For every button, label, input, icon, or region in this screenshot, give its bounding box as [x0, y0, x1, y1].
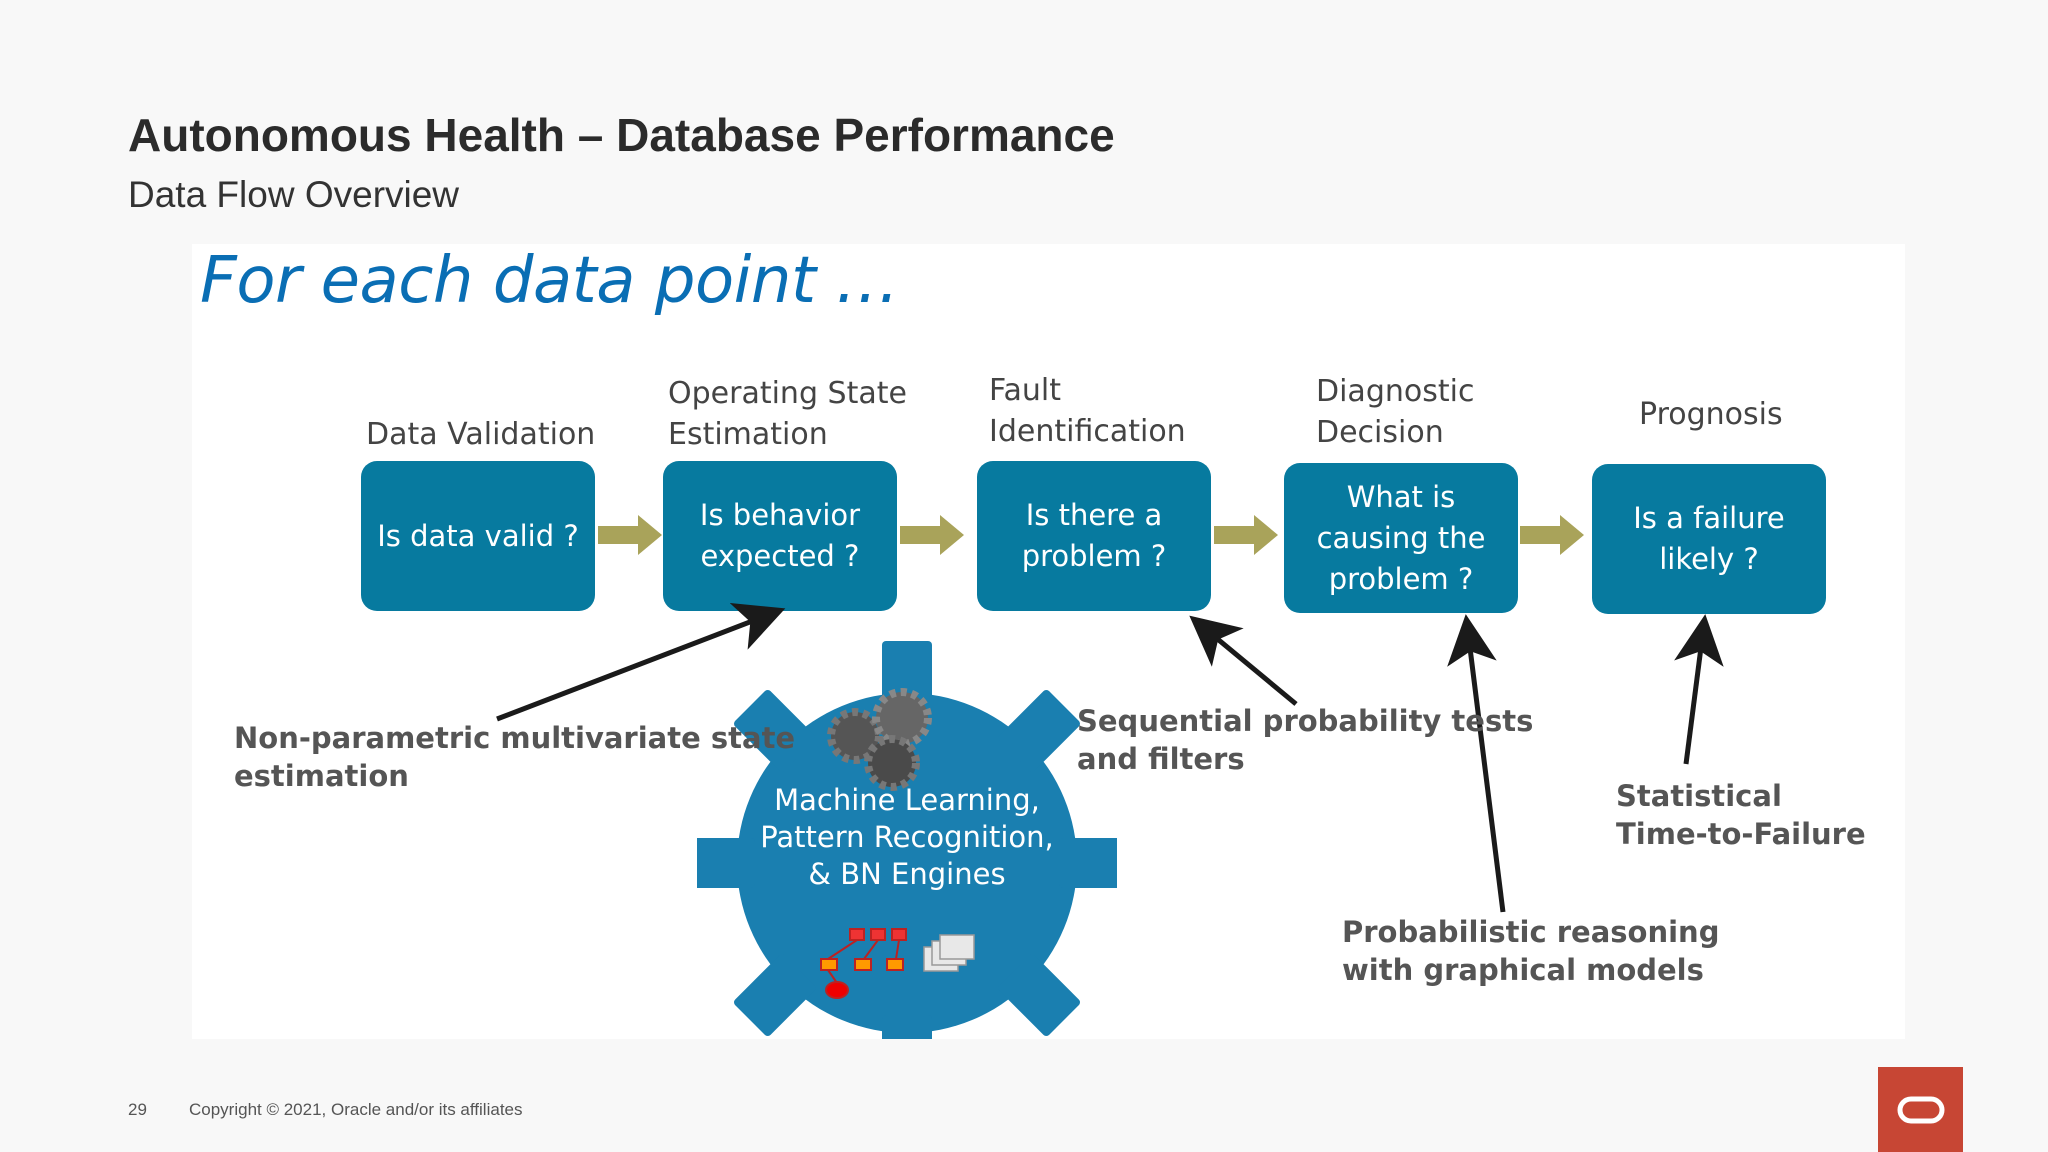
stage-box-line: Is behavior [699, 498, 861, 532]
stage-box-line: What is [1346, 479, 1456, 514]
stage-label-data-validation: Data Validation [366, 414, 595, 455]
stage-label-line: Identification [989, 414, 1186, 449]
stage-label-line: Fault [989, 373, 1061, 408]
stage-box-line: problem ? [1328, 561, 1474, 596]
slide-subtitle: Data Flow Overview [128, 174, 460, 215]
annotation-line: Time-to-Failure [1616, 817, 1866, 851]
flow-arrow-icon [900, 515, 964, 555]
network-icon [820, 928, 907, 999]
engine-label-line: Pattern Recognition, [760, 820, 1054, 854]
stage-label-operating-state: Operating State Estimation [668, 373, 907, 455]
stage-box-line: causing the [1316, 520, 1486, 555]
engine-label: Machine Learning, Pattern Recognition, &… [732, 782, 1082, 893]
stage-label-fault-identification: Fault Identification [989, 370, 1186, 452]
annotation-line: with graphical models [1342, 953, 1704, 987]
stage-label-diagnostic-decision: Diagnostic Decision [1316, 371, 1474, 453]
stage-label-line: Decision [1316, 415, 1444, 450]
stage-box-operating-state: Is behavior expected ? [663, 461, 897, 611]
stage-label-line: Data Validation [366, 417, 596, 452]
stage-label-line: Diagnostic [1316, 374, 1475, 409]
annotation-line: Sequential probability tests [1077, 704, 1534, 738]
annotation-line: and filters [1077, 742, 1245, 776]
stage-box-line: Is there a [1025, 498, 1163, 532]
annotation-probabilistic-reasoning: Probabilistic reasoning with graphical m… [1342, 913, 1719, 989]
stage-label-prognosis: Prognosis [1639, 394, 1783, 435]
stage-box-line: Is data valid ? [377, 518, 579, 553]
stage-box-prognosis: Is a failure likely ? [1592, 464, 1826, 614]
stage-box-line: likely ? [1659, 542, 1759, 576]
annotation-line: Probabilistic reasoning [1342, 915, 1720, 949]
annotation-probability-tests: Sequential probability tests and filters [1077, 702, 1533, 778]
page-number: 29 [128, 1100, 147, 1119]
stage-box-fault-identification: Is there a problem ? [977, 461, 1211, 611]
annotation-state-estimation: Non-parametric multivariate state estima… [234, 719, 795, 795]
annotation-arrow-icon [1674, 614, 1724, 765]
stage-box-line: problem ? [1021, 539, 1167, 573]
annotation-line: Statistical [1616, 779, 1782, 813]
documents-icon [923, 934, 975, 972]
stage-label-line: Prognosis [1639, 397, 1783, 432]
diagram-heading: For each data point … [200, 244, 899, 318]
diagram-panel: For each data point … Data Validation Op… [192, 244, 1905, 1039]
stage-box-line: Is a failure [1633, 501, 1785, 535]
engine-label-line: & BN Engines [808, 857, 1006, 891]
engine-label-line: Machine Learning, [774, 783, 1040, 817]
stage-box-data-validation: Is data valid ? [361, 461, 595, 611]
annotation-arrow-icon [1189, 615, 1298, 706]
oracle-logo-icon [1897, 1096, 1944, 1123]
oracle-logo [1878, 1067, 1963, 1152]
stage-label-line: Estimation [668, 417, 828, 452]
annotation-line: Non-parametric multivariate state [234, 721, 796, 755]
slide-title: Autonomous Health – Database Performance [128, 109, 1115, 161]
annotation-line: estimation [234, 759, 409, 793]
stage-label-line: Operating State [668, 376, 907, 411]
flow-arrow-icon [598, 515, 662, 555]
stage-box-diagnostic-decision: What is causing the problem ? [1284, 463, 1518, 613]
gear-icon [697, 641, 1117, 1039]
flow-arrow-icon [1214, 515, 1278, 555]
small-gears-icon [827, 688, 932, 791]
flow-arrow-icon [1520, 515, 1584, 555]
stage-box-line: expected ? [700, 539, 860, 573]
annotation-time-to-failure: Statistical Time-to-Failure [1616, 777, 1866, 853]
copyright-text: Copyright © 2021, Oracle and/or its affi… [189, 1100, 523, 1119]
